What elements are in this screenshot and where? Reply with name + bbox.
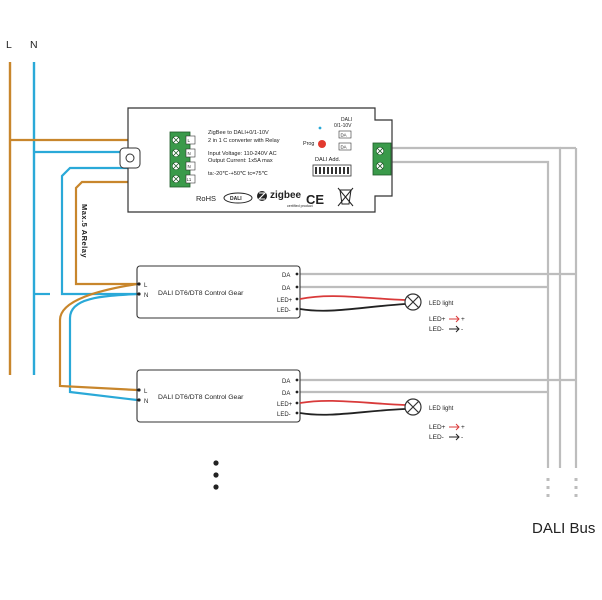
gear1-title: DALI DT6/DT8 Control Gear (158, 290, 244, 297)
ctrl-line2: 2 in 1 C converter with Relay (208, 138, 280, 144)
input-terminal-block (169, 131, 191, 188)
term-N: N (188, 151, 191, 156)
controller-device: L N N L1 ZigBee to DALI+0/1-10V 2 in 1 C… (119, 107, 393, 213)
prog-label: Prog (303, 141, 314, 147)
term-L: L (188, 138, 191, 143)
gear1-LEDp: LED+ (277, 298, 293, 304)
control-gear-1: L N DALI DT6/DT8 Control Gear DA DA LED+… (136, 265, 465, 333)
gear2-legend-minus: LED- (429, 434, 444, 441)
da-term-1: DA (341, 133, 347, 138)
svg-text:-: - (461, 326, 463, 333)
svg-text:-: - (461, 434, 463, 441)
dali-010-top: DALI (341, 117, 352, 123)
ctrl-line1: ZigBee to DALI+0/1-10V (208, 130, 269, 136)
prog-button[interactable] (318, 140, 326, 148)
gear2-LEDp: LED+ (277, 402, 293, 408)
control-gear-2: L N DALI DT6/DT8 Control Gear DA DA LED+… (136, 369, 465, 441)
dali-010-sub: 0/1-10V (334, 123, 352, 129)
zigbee-label: zigbee (270, 190, 302, 201)
dali-bus-label: DALI Bus (532, 520, 595, 537)
gear1-L: L (144, 283, 148, 289)
zigbee-certified: certified product (287, 204, 313, 208)
gear1-LEDm: LED- (277, 308, 291, 314)
gear1-DA2: DA (282, 286, 290, 292)
more-devices-ellipsis-icon (213, 460, 219, 490)
da-term-2: DA (341, 145, 347, 150)
led-indicator (318, 126, 322, 130)
max-relay-label: Max.5 ARelay (80, 204, 89, 258)
rohs-mark: RoHS (196, 194, 216, 203)
mains-wires (8, 62, 190, 402)
svg-text:+: + (461, 424, 465, 431)
ctrl-line4: Output Current: 1x5A max (208, 158, 273, 164)
gear2-light-label: LED light (429, 406, 454, 412)
gear1-light-label: LED light (429, 301, 454, 307)
ctrl-line3: Input Voltage: 110-240V AC (208, 151, 277, 157)
ctrl-line5: ta:-20℃-+50℃ tc=75℃ (208, 171, 269, 177)
dali-bus-wires (300, 146, 578, 500)
gear1-N: N (144, 293, 148, 299)
gear1-DA1: DA (282, 273, 290, 279)
gear2-N: N (144, 399, 148, 405)
gear1-legend-plus: LED+ (429, 316, 446, 323)
term-L1: L1 (187, 177, 192, 182)
gear2-DA1: DA (282, 379, 290, 385)
dali-logo: DALI (230, 196, 242, 202)
gear2-legend-plus: LED+ (429, 424, 446, 431)
label-L: L (6, 39, 12, 51)
term-N2: N (188, 164, 191, 169)
gear2-title: DALI DT6/DT8 Control Gear (158, 394, 244, 401)
gear2-LEDm: LED- (277, 412, 291, 418)
ce-mark: CE (306, 192, 324, 207)
weee-icon (337, 187, 354, 207)
label-N: N (30, 39, 38, 51)
gear2-L: L (144, 389, 148, 395)
dali-add-label: DALI Add. (315, 157, 341, 163)
gear1-legend-minus: LED- (429, 326, 444, 333)
svg-text:+: + (461, 316, 465, 323)
gear2-DA2: DA (282, 391, 290, 397)
